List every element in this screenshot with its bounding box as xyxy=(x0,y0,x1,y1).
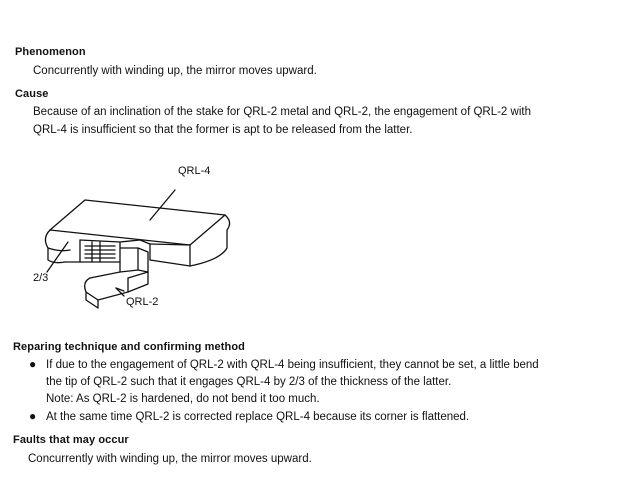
faults-heading: Faults that may occur xyxy=(13,434,129,446)
figure-label-qrl4: QRL-4 xyxy=(178,165,211,177)
figure-label-qrl2: QRL-2 xyxy=(126,296,159,308)
repair-note: Note: As QRL-2 is hardened, do not bend … xyxy=(46,393,320,405)
repair-bullet1-line2: the tip of QRL-2 such that it engages QR… xyxy=(46,376,452,388)
bullet-dot-2: ● xyxy=(29,409,37,423)
repair-bullet2: At the same time QRL-2 is corrected repl… xyxy=(46,411,470,423)
phenomenon-heading: Phenomenon xyxy=(15,46,86,58)
repair-heading: Reparing technique and confirming method xyxy=(13,341,245,353)
faults-text: Concurrently with winding up, the mirror… xyxy=(28,453,312,465)
cause-text-line2: QRL-4 is insufficient so that the former… xyxy=(33,124,413,136)
cause-text-line1: Because of an inclination of the stake f… xyxy=(33,106,531,118)
cause-heading: Cause xyxy=(15,88,49,100)
repair-bullet1-line1: If due to the engagement of QRL-2 with Q… xyxy=(46,359,539,371)
bullet-dot-1: ● xyxy=(29,357,37,371)
phenomenon-text: Concurrently with winding up, the mirror… xyxy=(33,65,317,77)
qrl-engagement-diagram xyxy=(44,189,231,309)
figure-label-two-thirds: 2/3 xyxy=(33,272,49,284)
